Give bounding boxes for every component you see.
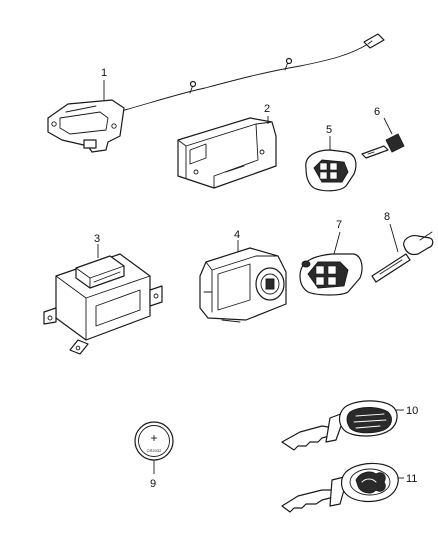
battery-plus-mark: + bbox=[150, 431, 157, 445]
callout-6: 6 bbox=[374, 106, 380, 118]
leader-8 bbox=[389, 223, 399, 253]
callout-8: 8 bbox=[384, 211, 390, 223]
part-8-key-blade bbox=[371, 231, 434, 283]
leader-6 bbox=[383, 117, 393, 135]
part-11-key bbox=[281, 462, 399, 513]
part-2-bracket-module bbox=[177, 117, 277, 189]
callout-10: 10 bbox=[406, 405, 418, 417]
callout-1: 1 bbox=[101, 67, 107, 79]
part-9-battery: + CR2032 bbox=[134, 421, 174, 461]
callout-7: 7 bbox=[336, 219, 342, 231]
part-10-key bbox=[281, 400, 398, 451]
callout-3: 3 bbox=[94, 233, 100, 245]
callout-5: 5 bbox=[326, 124, 332, 136]
callout-9: 9 bbox=[150, 478, 156, 490]
part-4-ignition-switch bbox=[199, 247, 287, 323]
leader-7 bbox=[333, 231, 341, 255]
part-1-antenna-module bbox=[47, 33, 385, 153]
callout-4: 4 bbox=[234, 229, 240, 241]
part-6-emergency-key bbox=[361, 133, 405, 159]
callout-2: 2 bbox=[264, 103, 270, 115]
part-5-key-fob bbox=[305, 149, 357, 192]
part-7-fobik bbox=[299, 253, 363, 296]
callout-11: 11 bbox=[406, 473, 417, 485]
part-3-control-module bbox=[43, 253, 163, 355]
battery-code-label: CR2032 bbox=[147, 448, 162, 453]
